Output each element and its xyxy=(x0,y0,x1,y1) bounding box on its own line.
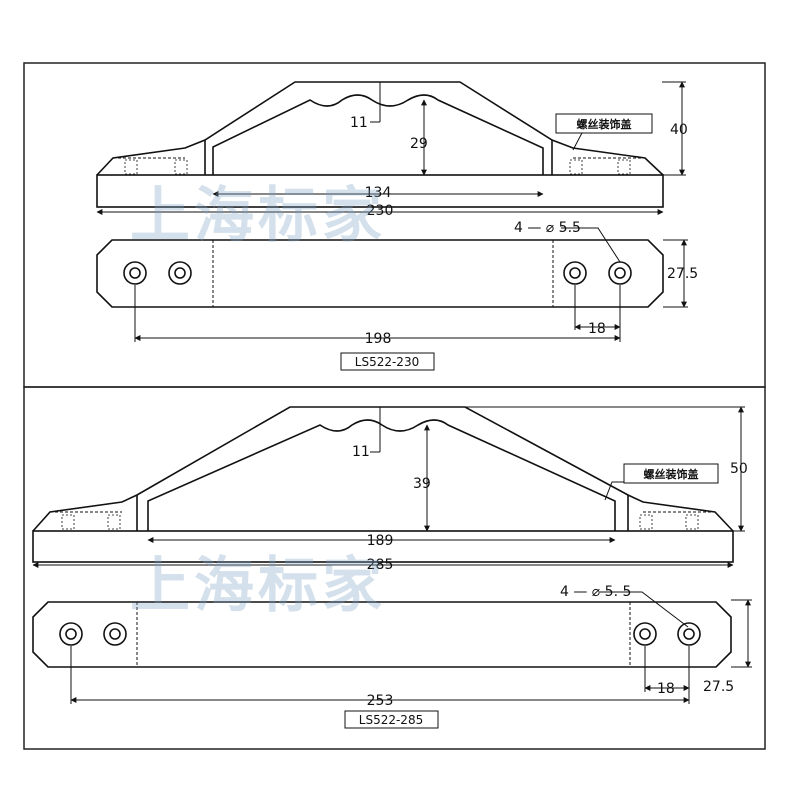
panel-2-inner-height: 39 xyxy=(413,476,431,492)
panel-2-height: 50 xyxy=(730,461,748,477)
watermark-text-2: 上海标家 xyxy=(130,551,386,621)
panel-2-inner-span: 189 xyxy=(367,533,394,549)
panel-2-dimensions xyxy=(32,406,752,704)
panel-2-cover-label: 螺丝装饰盖 xyxy=(644,467,699,481)
watermark-text-1: 上海标家 xyxy=(130,181,386,251)
panel-1-wave-depth: 11 xyxy=(350,115,368,131)
panel-1-model: LS522-230 xyxy=(355,355,419,369)
panel-1-hole-spacing: 198 xyxy=(365,331,392,347)
panel-1-cover-label-box xyxy=(555,113,653,134)
panel-2-wave-depth: 11 xyxy=(352,444,370,460)
panel-2-hole-spec: 4 — ⌀ 5. 5 xyxy=(560,584,631,600)
panel-2-model: LS522-285 xyxy=(359,713,423,727)
panel-1-hole-pitch: 18 xyxy=(588,321,606,337)
panel-2-model-box xyxy=(344,710,439,729)
panel-1-top-view xyxy=(96,239,664,308)
panel-1-side-view xyxy=(96,81,664,208)
panel-1-height: 40 xyxy=(670,122,688,138)
panel-1-inner-span: 134 xyxy=(365,185,392,201)
panel-1-model-box xyxy=(340,352,435,371)
panel-2-hole-spacing: 253 xyxy=(367,693,394,709)
panel-1-cover-label: 螺丝装饰盖 xyxy=(577,117,632,131)
panel-2-frame xyxy=(23,386,766,750)
panel-1-inner-height: 29 xyxy=(410,136,428,152)
watermark-logo: 上海标家 上海标家 xyxy=(130,181,386,621)
panel-1-width: 27.5 xyxy=(667,266,698,282)
panel-2-hole-pitch: 18 xyxy=(657,681,675,697)
panel-2-cover-label-box xyxy=(623,463,719,484)
panel-1-overall-length: 230 xyxy=(367,203,394,219)
panel-1-hole-spec: 4 — ⌀ 5.5 xyxy=(514,220,581,236)
panel-2-top-view xyxy=(32,601,732,668)
panel-2-overall-length: 285 xyxy=(367,557,394,573)
panel-2-width: 27.5 xyxy=(703,679,734,695)
panel-1-dimensions xyxy=(96,81,688,342)
